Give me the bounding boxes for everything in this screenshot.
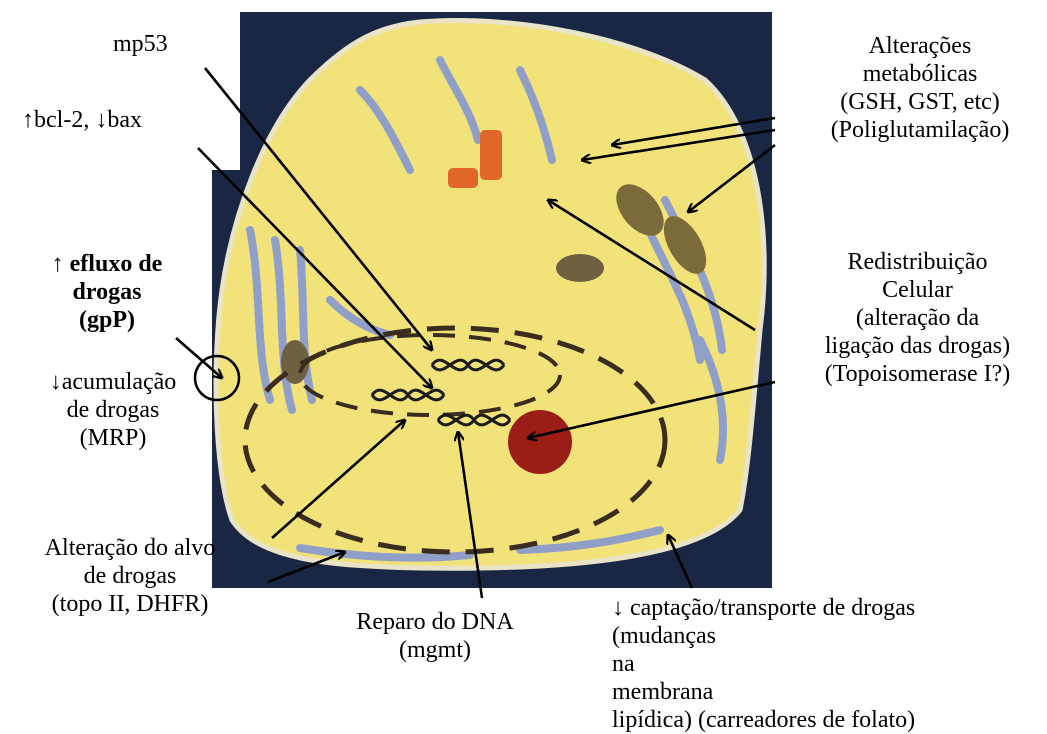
- label-accumulation-line-1: ↓acumulação: [8, 368, 218, 396]
- diagram: mp53 ↑bcl-2, ↓bax ↑ efluxo de drogas (gp…: [0, 0, 1047, 693]
- golgi-body: [480, 130, 502, 180]
- golgi-body-small: [448, 168, 478, 188]
- label-metabolic: Alterações metabólicas (GSH, GST, etc) (…: [800, 32, 1040, 144]
- label-mp53: mp53: [113, 30, 168, 58]
- label-redistribution-line-3: (alteração da: [790, 304, 1045, 332]
- label-redistribution-line-1: Redistribuição: [790, 248, 1045, 276]
- label-redistribution-line-4: ligação das drogas): [790, 332, 1045, 360]
- label-metabolic-line-3: (GSH, GST, etc): [800, 88, 1040, 116]
- label-metabolic-line-1: Alterações: [800, 32, 1040, 60]
- label-uptake-line-1: ↓ captação/transporte de drogas: [612, 594, 1032, 622]
- nucleolus: [508, 410, 572, 474]
- label-uptake-line-3: lipídica) (carreadores de folato): [612, 706, 1032, 734]
- label-uptake-word-2: na: [612, 650, 1032, 678]
- label-repair-line-2: (mgmt): [305, 636, 565, 664]
- label-uptake-word-1: (mudanças: [612, 622, 1032, 650]
- label-uptake: ↓ captação/transporte de drogas (mudança…: [612, 594, 1032, 734]
- label-redistribution: Redistribuição Celular (alteração da lig…: [790, 248, 1045, 388]
- label-uptake-line-2: (mudanças na membrana: [612, 622, 1032, 706]
- label-redistribution-line-2: Celular: [790, 276, 1045, 304]
- label-uptake-word-3: membrana: [612, 678, 1032, 706]
- label-target: Alteração do alvo de drogas (topo II, DH…: [5, 534, 255, 618]
- label-target-line-3: (topo II, DHFR): [5, 590, 255, 618]
- label-target-line-1: Alteração do alvo: [5, 534, 255, 562]
- label-efflux: ↑ efluxo de drogas (gpP): [22, 250, 192, 334]
- mitochondrion-3: [556, 254, 604, 282]
- label-redistribution-line-5: (Topoisomerase I?): [790, 360, 1045, 388]
- label-metabolic-line-4: (Poliglutamilação): [800, 116, 1040, 144]
- label-efflux-line-2: drogas: [22, 278, 192, 306]
- label-bcl: ↑bcl-2, ↓bax: [22, 106, 142, 134]
- label-repair: Reparo do DNA (mgmt): [305, 608, 565, 664]
- label-metabolic-line-2: metabólicas: [800, 60, 1040, 88]
- label-efflux-line-3: (gpP): [22, 306, 192, 334]
- label-accumulation-line-2: de drogas: [8, 396, 218, 424]
- label-repair-line-1: Reparo do DNA: [305, 608, 565, 636]
- label-accumulation-line-3: (MRP): [8, 424, 218, 452]
- label-accumulation: ↓acumulação de drogas (MRP): [8, 368, 218, 452]
- label-efflux-line-1: ↑ efluxo de: [22, 250, 192, 278]
- label-target-line-2: de drogas: [5, 562, 255, 590]
